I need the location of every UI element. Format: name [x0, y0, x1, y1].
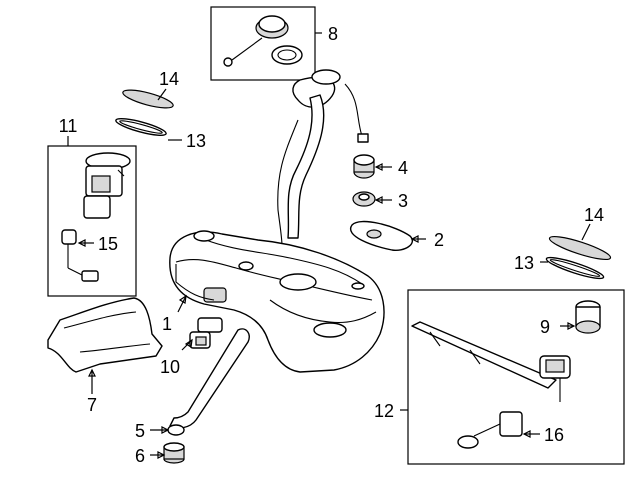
callout-14-left: 14 — [159, 69, 179, 89]
gasket-ring-13-left — [115, 118, 182, 141]
callout-14-right: 14 — [584, 205, 604, 225]
gasket-ring-13-right — [540, 256, 605, 280]
inset-box-12 — [400, 289, 625, 465]
fuel-tank — [169, 230, 385, 373]
callout-8: 8 — [328, 24, 338, 44]
callout-10: 10 — [160, 357, 180, 377]
callout-4: 4 — [398, 158, 408, 178]
inset-box-11 — [47, 136, 137, 297]
callout-1: 1 — [162, 314, 172, 334]
vent-line-assembly — [411, 321, 571, 402]
bushing-4 — [353, 154, 392, 179]
seal-ring-14-left — [122, 88, 174, 109]
fuel-cap — [223, 15, 303, 67]
callout-16: 16 — [544, 425, 564, 445]
heat-shield-7 — [47, 297, 163, 394]
pressure-sensor-10 — [181, 317, 223, 351]
callout-5: 5 — [135, 421, 145, 441]
callout-6: 6 — [135, 446, 145, 466]
callout-7: 7 — [87, 395, 97, 415]
seal-ring-14-right — [548, 223, 612, 261]
callout-3: 3 — [398, 191, 408, 211]
inset-box-8 — [210, 6, 322, 81]
callout-13-left: 13 — [186, 131, 206, 151]
fuel-pump-module — [83, 152, 131, 219]
callout-2: 2 — [434, 230, 444, 250]
callout-12: 12 — [374, 401, 394, 421]
callout-15: 15 — [98, 234, 118, 254]
filler-neck — [277, 69, 369, 247]
vent-valve-9 — [560, 300, 601, 334]
washer-3 — [352, 191, 392, 207]
tank-strap-5 — [150, 328, 250, 436]
mounting-plate-2 — [349, 220, 426, 251]
insulator-6 — [150, 442, 185, 464]
callout-9: 9 — [540, 317, 550, 337]
vent-hose-16 — [457, 411, 540, 449]
fuel-level-sender-15 — [61, 229, 99, 282]
callout-13-right: 13 — [514, 253, 534, 273]
callout-11: 11 — [59, 116, 78, 136]
